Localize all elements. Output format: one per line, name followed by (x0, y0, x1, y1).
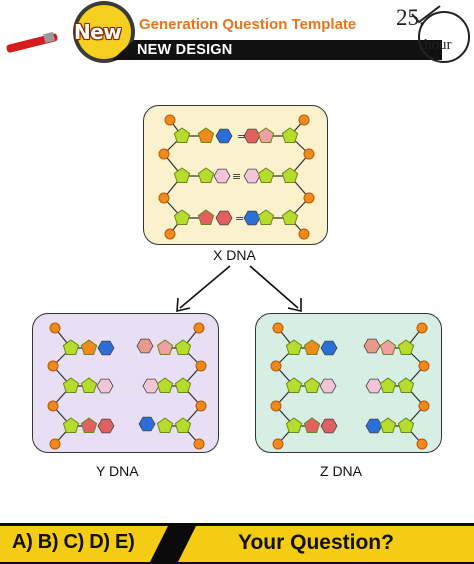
x-dna-molecule: = ≡ = (158, 114, 315, 240)
magnifier-icon (6, 1, 135, 63)
timer-unit: hour (424, 37, 452, 53)
y-dna-panel (32, 313, 219, 453)
x-dna-label: X DNA (213, 247, 256, 263)
page-subtitle: NEW DESIGN (137, 42, 233, 58)
subtitle-bar (112, 40, 442, 60)
answer-options-area (0, 526, 168, 562)
page-title: Generation Question Template (139, 16, 357, 33)
x-dna-panel: = ≡ = (143, 105, 328, 245)
answer-options: A) B) C) D) E) (12, 531, 135, 553)
branch-arrows (176, 265, 302, 313)
z-dna-panel (255, 313, 442, 453)
z-dna-molecule (270, 322, 430, 450)
new-badge: New (74, 20, 122, 44)
z-dna-label: Z DNA (320, 463, 362, 479)
y-dna-label: Y DNA (96, 463, 139, 479)
question-text: Your Question? (238, 531, 394, 554)
clock-icon (411, 5, 470, 63)
timer-value: 25. (396, 5, 425, 30)
y-dna-molecule (47, 322, 207, 450)
svg-text:=: = (235, 212, 244, 225)
svg-text:≡: ≡ (232, 170, 241, 183)
svg-text:=: = (237, 130, 246, 143)
question-area (178, 526, 474, 562)
